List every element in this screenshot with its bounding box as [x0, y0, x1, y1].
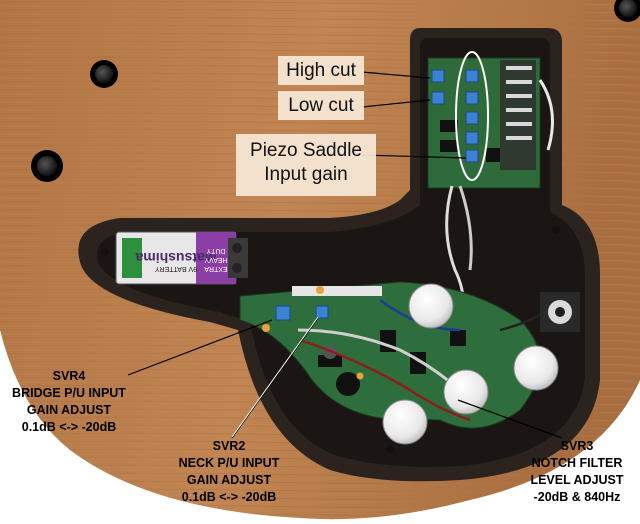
svr3-line2: NOTCH FILTER [531, 456, 623, 470]
label-svr4: SVR4 BRIDGE P/U INPUT GAIN ADJUST 0.1dB … [8, 368, 130, 436]
high-cut-label: High cut [286, 60, 356, 81]
battery-duty-line2: HEAVY [204, 256, 228, 263]
svr2-line4: 0.1dB <-> -20dB [181, 490, 277, 504]
callout-piezo-saddle: Piezo Saddle Input gain [236, 134, 376, 196]
label-svr3: SVR3 NOTCH FILTER LEVEL ADJUST -20dB & 8… [518, 438, 636, 506]
svr4-line1: SVR4 [52, 369, 86, 383]
pot-knob-3 [443, 369, 489, 415]
output-jack [540, 292, 580, 332]
piezo-label-line2: Input gain [264, 164, 348, 185]
battery-duty-line1: EXTRA [204, 265, 228, 272]
callout-high-cut: High cut [278, 56, 364, 85]
label-svr2: SVR2 NECK P/U INPUT GAIN ADJUST 0.1dB <-… [168, 438, 290, 506]
pot-knob-4 [382, 399, 428, 445]
pointer-lines [127, 71, 563, 439]
pot-knob-2 [513, 345, 559, 391]
svr4-line3: GAIN ADJUST [26, 403, 112, 417]
battery-type-text: 9V BATTERY [155, 265, 197, 272]
svr2-line1: SVR2 [212, 439, 246, 453]
battery-9v [115, 231, 248, 285]
svr4-line4: 0.1dB <-> -20dB [21, 420, 117, 434]
svr4-line2: BRIDGE P/U INPUT [12, 386, 126, 400]
battery-duty-line3: DUTY [206, 247, 225, 254]
body-screw-upper [90, 60, 118, 88]
body-screw-corner [614, 0, 640, 22]
low-cut-label: Low cut [288, 95, 354, 116]
svr2-line2: NECK P/U INPUT [178, 456, 280, 470]
body-screw-middle [31, 150, 63, 182]
preamp-board-upper [427, 57, 541, 189]
svr3-line1: SVR3 [560, 439, 594, 453]
battery-brand-text: Matsushima [135, 250, 216, 266]
svr3-line3: LEVEL ADJUST [530, 473, 624, 487]
pot-knob-1 [408, 283, 454, 329]
svr2-line3: GAIN ADJUST [186, 473, 272, 487]
trimmer-pots-upper [431, 69, 479, 163]
trimmer-highlight-ellipse [455, 51, 489, 181]
callout-low-cut: Low cut [278, 91, 364, 120]
svr3-line4: -20dB & 840Hz [533, 490, 621, 504]
piezo-label-line1: Piezo Saddle [250, 140, 362, 161]
